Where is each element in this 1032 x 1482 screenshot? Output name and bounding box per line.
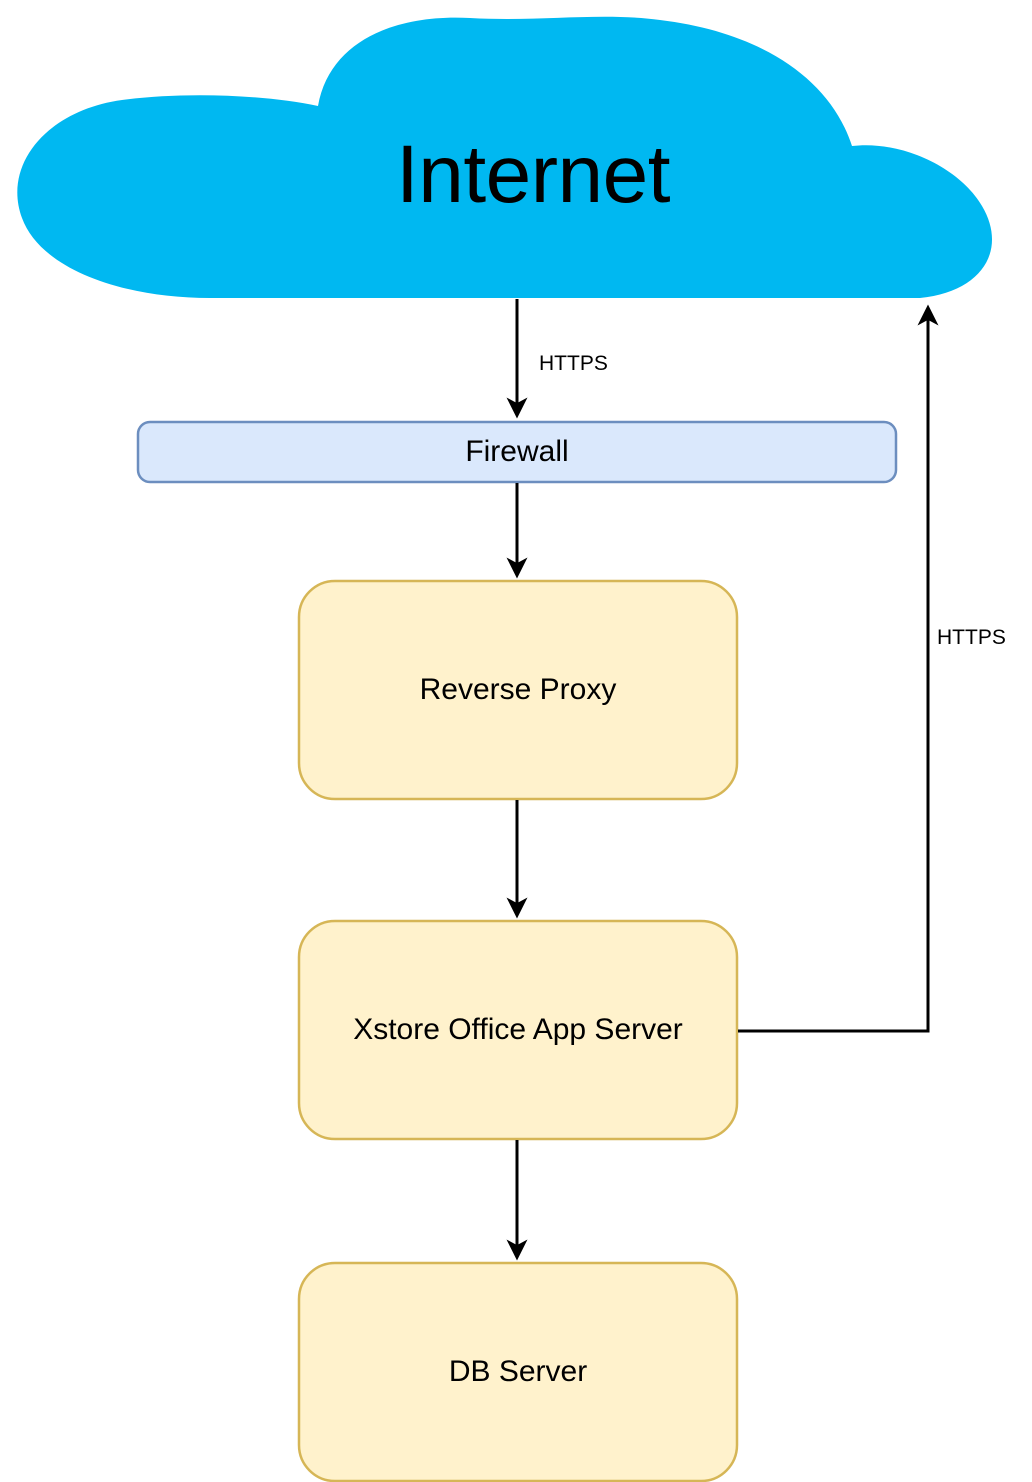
firewall-shape (136, 420, 898, 484)
edge-app-server-to-internet[interactable] (738, 304, 939, 1033)
cloud-shape (17, 16, 993, 299)
node-reverse-proxy[interactable] (297, 579, 739, 801)
db-server-shape (297, 1261, 739, 1482)
reverse-proxy-shape (297, 579, 739, 801)
edge-label-https-outbound: HTTPS (937, 626, 1006, 649)
app-server-shape (297, 919, 739, 1141)
node-firewall[interactable] (136, 420, 898, 484)
node-internet-cloud[interactable] (17, 16, 993, 299)
edge-label-https-inbound: HTTPS (539, 352, 608, 375)
node-db-server[interactable] (297, 1261, 739, 1482)
node-app-server[interactable] (297, 919, 739, 1141)
